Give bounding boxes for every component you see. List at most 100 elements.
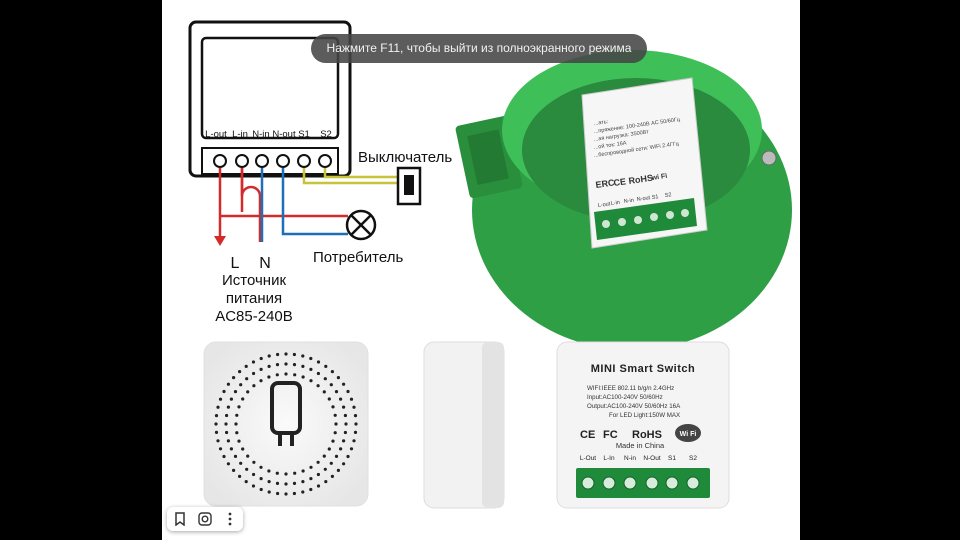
led-dot <box>239 461 243 465</box>
led-dot <box>239 383 243 387</box>
led-dot-ring <box>214 352 358 496</box>
led-dot <box>322 454 326 458</box>
led-dot <box>284 362 288 366</box>
installed-terminal-screw <box>602 220 610 228</box>
led-dot <box>309 367 313 371</box>
led-dot <box>284 472 288 476</box>
module-terminal-label: L-out <box>597 201 611 209</box>
front-housing <box>203 341 369 507</box>
led-dot <box>309 465 313 469</box>
led-dot <box>229 397 233 401</box>
module-cert-mark: RoHS <box>628 173 654 186</box>
more-vertical-icon[interactable] <box>220 509 240 529</box>
led-dot <box>252 371 256 376</box>
led-dot <box>232 376 236 380</box>
led-dot <box>246 390 250 394</box>
led-dot <box>309 487 313 492</box>
box-conduit-hole <box>467 129 509 185</box>
back-terminal-screw <box>665 476 679 490</box>
back-housing <box>556 341 730 509</box>
led-dot <box>259 477 263 481</box>
terminal-label: N-in <box>252 129 269 140</box>
led-dot <box>333 413 337 417</box>
led-dot <box>224 422 228 426</box>
installed-terminal-block <box>594 198 697 240</box>
led-dot <box>237 439 241 443</box>
led-dot <box>284 482 288 486</box>
led-dot <box>292 481 297 485</box>
led-dot <box>233 390 238 394</box>
led-dot <box>342 405 346 409</box>
wifi-logo-text: Wi Fi <box>680 431 697 438</box>
product-image: L-out L-in N-in N-out S1 S2 <box>188 20 792 509</box>
led-dot <box>343 413 347 418</box>
led-dot <box>246 454 250 458</box>
switch-wires <box>302 168 400 185</box>
led-dot <box>334 422 338 426</box>
led-dot <box>329 383 333 387</box>
led-dot <box>244 364 248 368</box>
led-dot <box>344 422 348 426</box>
led-dot <box>331 405 335 409</box>
module-cert-mark: CE <box>613 176 627 188</box>
module-spec-line: ...ой ток: 16А <box>593 139 627 151</box>
led-dot <box>267 469 271 473</box>
led-dot <box>316 460 320 464</box>
led-dot <box>241 447 245 451</box>
led-dot <box>216 405 220 409</box>
led-dot <box>349 447 354 451</box>
led-dot <box>241 397 245 401</box>
side-edge <box>482 342 504 508</box>
led-dot <box>259 465 263 469</box>
led-dot <box>244 480 248 484</box>
line-label: L <box>231 255 240 272</box>
led-dot <box>324 364 328 368</box>
led-dot <box>343 430 347 435</box>
led-dot <box>267 354 271 358</box>
led-dot <box>245 467 249 471</box>
lamp-symbol <box>345 209 377 241</box>
source-label-line: Источник <box>222 272 286 289</box>
label-terminal: S1 <box>668 455 676 462</box>
led-dot <box>245 377 249 381</box>
led-dot <box>275 373 279 377</box>
led-dot <box>301 375 305 379</box>
source-label-line: питания <box>226 290 282 307</box>
module-terminal-label: S1 <box>651 194 659 201</box>
led-dot <box>336 376 340 380</box>
led-dot <box>276 491 280 496</box>
terminal-screw <box>276 154 290 168</box>
back-terminal-screw <box>645 476 659 490</box>
led-dot <box>275 471 279 475</box>
led-dot <box>352 405 356 409</box>
led-dot <box>309 379 313 383</box>
bookmark-icon[interactable] <box>170 509 190 529</box>
led-dot <box>222 454 226 459</box>
led-dot <box>330 370 334 374</box>
label-spec-line: Output:AC100-240V 50/60Hz 16A <box>587 403 681 410</box>
led-dot <box>222 389 226 394</box>
led-dot <box>330 474 334 478</box>
terminal-label: L-in <box>232 129 248 140</box>
led-dot <box>324 480 328 484</box>
led-dot <box>214 414 219 418</box>
label-spec-line: Input:AC100-240V 50/60Hz <box>587 394 663 401</box>
led-dot <box>316 360 321 364</box>
switch-label: Выключатель <box>358 149 452 166</box>
led-dot <box>259 487 263 492</box>
led-dot <box>352 439 356 443</box>
led-dot <box>334 390 339 394</box>
led-dot <box>252 384 256 388</box>
led-dot <box>327 397 331 401</box>
led-dot <box>235 431 239 435</box>
led-dot <box>336 468 340 472</box>
lens-search-icon[interactable] <box>195 509 215 529</box>
led-dot <box>214 430 219 434</box>
led-dot <box>353 414 358 418</box>
led-dot <box>218 447 223 451</box>
terminal-screw <box>297 154 311 168</box>
led-dot <box>346 389 350 394</box>
led-dot <box>234 422 238 426</box>
terminal-label: L-out <box>205 129 227 140</box>
led-dot <box>235 413 239 417</box>
